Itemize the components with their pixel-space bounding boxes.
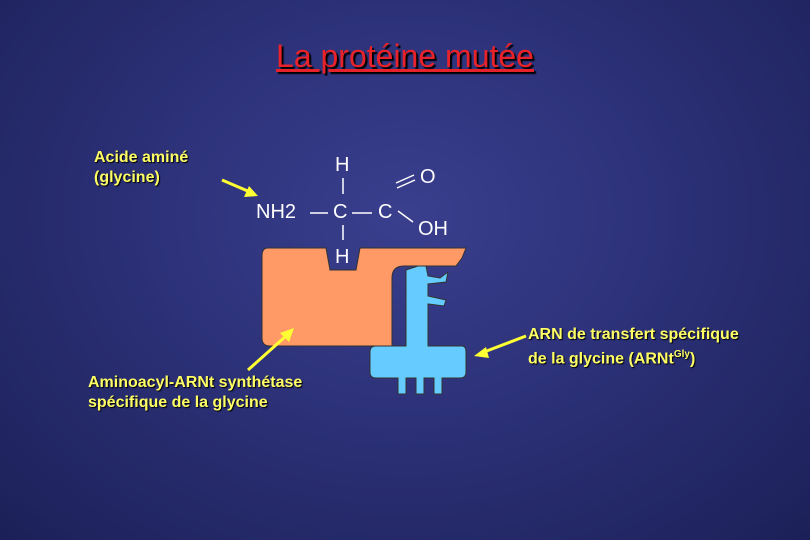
atom-h-top: H	[335, 154, 350, 176]
atom-c-carboxyl: C	[378, 201, 393, 223]
arrow-trna	[483, 334, 527, 354]
synthetase-label-line1: Aminoacyl-ARNt synthétase	[88, 374, 303, 391]
bond-c-oh	[397, 210, 414, 223]
trna-label-line2-prefix: de la glycine (ARNt	[528, 350, 674, 368]
trna-label-line2: de la glycine (ARNtGly)	[528, 345, 739, 369]
trna-shape	[369, 265, 467, 395]
bond-double-o-2	[396, 179, 416, 189]
arrow-amino-acid	[221, 178, 251, 194]
trna-label-gly-superscript: Gly	[673, 349, 690, 360]
arrow-trna-head	[474, 347, 489, 358]
trna-label-line2-suffix: )	[689, 350, 696, 368]
synthetase-label-line2: spécifique de la glycine	[88, 394, 268, 411]
atom-c-alpha: C	[333, 201, 348, 223]
enzyme-shape	[261, 247, 467, 347]
trna-label-line1: ARN de transfert spécifique	[528, 326, 739, 343]
atom-oh: OH	[418, 218, 448, 240]
amino-acid-label-line1: Acide aminé	[94, 149, 189, 166]
trna-label: ARN de transfert spécifique de la glycin…	[528, 325, 739, 369]
atom-o: O	[420, 166, 436, 188]
slide-title: La protéine mutée	[276, 38, 534, 74]
synthetase-label: Aminoacyl-ARNt synthétase spécifique de …	[88, 373, 302, 413]
bond-double-o-1	[395, 174, 415, 184]
atom-nh2: NH2	[256, 201, 297, 223]
arrow-synthetase	[246, 334, 288, 372]
arrow-synthetase-head	[280, 328, 294, 342]
arrow-amino-acid-head	[244, 186, 258, 197]
atom-h-bottom: H	[335, 246, 350, 268]
amino-acid-label-line2: (glycine)	[94, 169, 160, 186]
amino-acid-label: Acide aminé (glycine)	[94, 148, 188, 188]
